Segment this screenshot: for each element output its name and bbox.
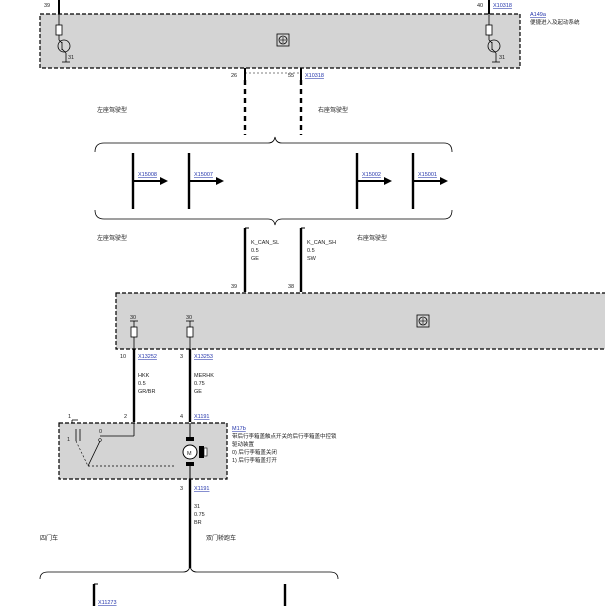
actuator-state-1: 1) 后行李箱盖打开 [232,456,277,464]
hkk-pin: 10 [120,354,126,360]
variant-rhd-bottom: 右座驾驶型 [357,234,387,242]
connector-branch-x15008: X15008 [131,153,168,209]
svg-text:M: M [187,451,192,457]
can-sh-color: SW [307,256,317,262]
merhk-connector[interactable]: X13253 [194,354,213,360]
middle-module: 30 30 [115,292,605,350]
actuator-pin-right: 4 [180,414,183,420]
actuator-id[interactable]: M17b [232,426,246,432]
hkk-color: GR/BR [138,389,155,395]
module-symbol-icon [276,33,290,47]
actuator-pin-bottom: 3 [180,486,183,492]
wire-can-sh: K_CAN_SH 0.5 SW [299,227,336,292]
switch-label-0: 0 [99,429,102,435]
can-sl-name: K_CAN_SL [251,240,279,246]
ground-size: 0.75 [194,512,205,518]
connector-x15001[interactable]: X15001 [418,172,437,178]
connector-branch-x15001: X15001 [411,153,448,209]
actuator-desc-1: 带后行李箱盖触点开关的后行李箱盖中控锁 [232,432,337,440]
actuator-pin-right-connector[interactable]: X1191 [194,414,210,420]
top-module-name: 便捷进入及起动系统 [530,18,580,26]
module-symbol-icon [416,314,430,328]
top-bottom-connector[interactable]: X10318 [305,73,324,79]
variant-brace-top [94,136,453,226]
hkk-name: HKK [138,373,150,379]
can-sl-size: 0.5 [251,248,259,254]
actuator-pin-bottom-connector[interactable]: X1191 [194,486,210,492]
middle-pin-39: 39 [231,284,237,290]
ground-name: 31 [194,504,200,510]
middle-pin-38: 38 [288,284,294,290]
connector-x11273[interactable]: X11273 [98,600,117,606]
merhk-pin: 3 [180,354,183,360]
variant-lhd-bottom: 左座驾驶型 [97,234,127,242]
middle-internal-pin-left: 30 [130,315,136,321]
top-bottom-pin-26: 26 [231,73,237,79]
merhk-size: 0.75 [194,381,205,387]
top-bottom-pin-55: 55 [288,73,294,79]
variant-four-door: 四门车 [40,534,58,542]
top-module: 39 40 X10318 A149a 便捷进入及起动系统 31 [39,0,580,80]
actuator-pin-left: 2 [124,414,127,420]
top-module-id[interactable]: A149a [530,12,547,18]
ground-color: BR [194,520,202,526]
can-sh-size: 0.5 [307,248,315,254]
switch-label-1: 1 [67,437,70,443]
connector-branch-x15002: X15002 [355,153,392,209]
hkk-size: 0.5 [138,381,146,387]
middle-internal-pin-right: 30 [186,315,192,321]
connector-x15002[interactable]: X15002 [362,172,381,178]
actuator-pin-outer: 1 [68,414,71,420]
ground-transistor-icon [485,14,501,63]
actuator-state-0: 0) 后行李箱盖关闭 [232,448,277,456]
top-right-pin: 40 [477,3,483,9]
motor-icon: M [182,423,208,479]
wire-can-sl: K_CAN_SL 0.5 GE [243,227,279,292]
variant-rhd-top: 右座驾驶型 [318,106,348,114]
merhk-name: MERHK [194,373,214,379]
top-left-pin: 39 [44,3,50,9]
can-sh-name: K_CAN_SH [307,240,336,246]
connector-x15008[interactable]: X15008 [138,172,157,178]
top-ground-left: 31 [68,55,74,61]
top-right-connector[interactable]: X10318 [493,3,512,9]
ground-transistor-icon [55,14,71,63]
wire-hkk: 10 X13252 HKK 0.5 GR/BR [120,349,157,422]
variant-two-door: 双门轿跑车 [206,534,236,542]
variant-lhd-top: 左座驾驶型 [97,106,127,114]
actuator-desc-2: 驱动装置 [232,440,255,448]
wire-merhk: 3 X13253 MERHK 0.75 GE [180,349,214,422]
connector-branch-x15007: X15007 [187,153,224,209]
connector-x15007[interactable]: X15007 [194,172,213,178]
top-ground-right: 31 [499,55,505,61]
variant-brace-bottom [39,565,339,580]
merhk-color: GE [194,389,202,395]
can-sl-color: GE [251,256,259,262]
actuator-module: 1 2 4 X1191 1 0 M M17b 带后行李箱盖触点开关的后行李箱 [58,414,337,492]
wire-ground: 31 0.75 BR [188,479,205,568]
hkk-connector[interactable]: X13252 [138,354,157,360]
